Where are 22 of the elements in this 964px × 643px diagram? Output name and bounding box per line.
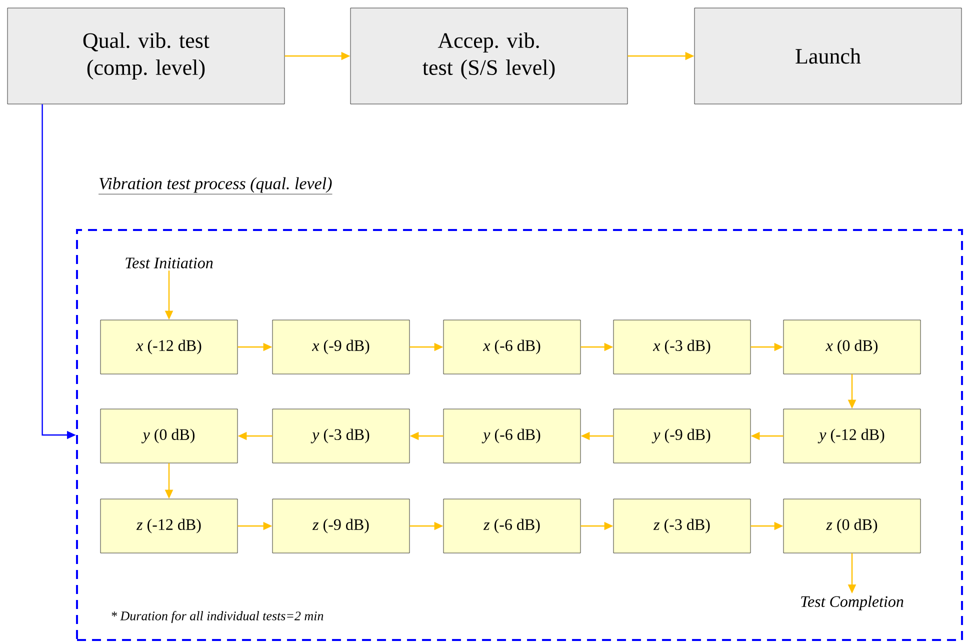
process-box: y (-9 dB) bbox=[613, 408, 751, 464]
step-label: Test Initiation bbox=[126, 258, 213, 268]
process-box: x (0 dB) bbox=[783, 320, 921, 374]
process-box: y (0 dB) bbox=[100, 408, 238, 464]
process-box: y (-12 dB) bbox=[783, 408, 921, 464]
process-box: z (-9 dB) bbox=[272, 498, 410, 554]
process-box: x (-12 dB) bbox=[100, 320, 238, 374]
process-box: z (-6 dB) bbox=[443, 498, 581, 554]
process-box: y (-6 dB) bbox=[443, 408, 581, 464]
process-box: x (-9 dB) bbox=[272, 320, 410, 374]
process-box: Qual. vib. test (comp. level) bbox=[7, 8, 285, 104]
process-box: Accep. vib. test (S/S level) bbox=[350, 8, 628, 104]
footnote: * Duration for all individual tests=2 min bbox=[112, 611, 324, 623]
step-label: Test Completion bbox=[801, 596, 904, 610]
process-box: z (-12 dB) bbox=[100, 498, 238, 554]
process-box: x (-6 dB) bbox=[443, 320, 581, 374]
process-box: x (-3 dB) bbox=[613, 320, 751, 374]
process-box: Launch bbox=[694, 8, 962, 104]
process-box: y (-3 dB) bbox=[272, 408, 410, 464]
process-box: z (0 dB) bbox=[783, 498, 921, 554]
process-box: z (-3 dB) bbox=[613, 498, 751, 554]
section-title: Vibration test process (qual. level) bbox=[98, 177, 332, 194]
